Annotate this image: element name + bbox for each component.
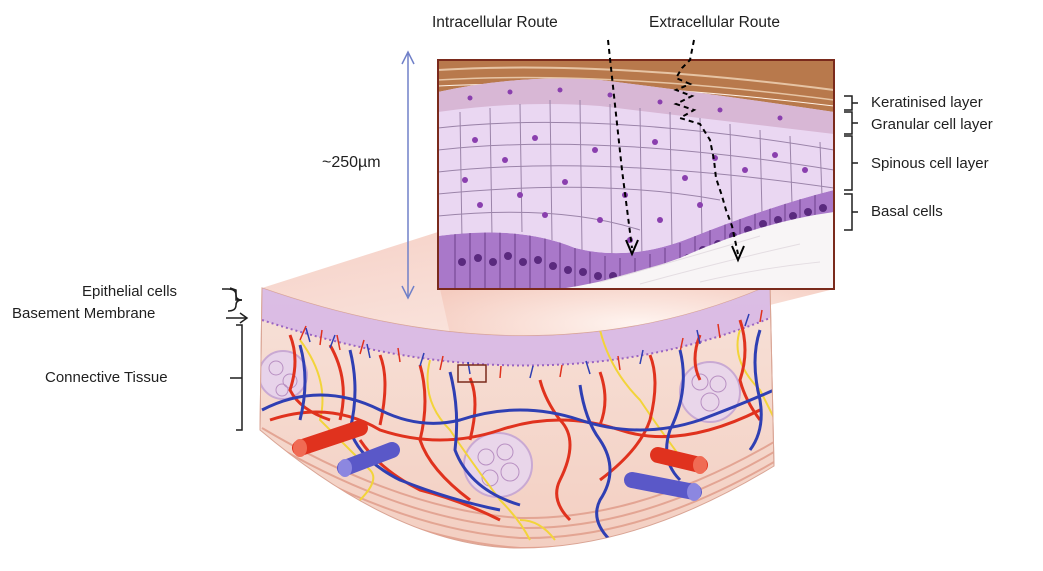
basement-membrane-label: Basement Membrane [12,306,155,321]
layer-brackets-left [222,288,247,430]
granular-layer-label: Granular cell layer [871,117,993,132]
extracellular-route-label: Extracellular Route [649,15,780,31]
keratinised-layer-label: Keratinised layer [871,95,983,110]
spinous-layer-label: Spinous cell layer [871,156,989,171]
inset-magnified-epithelium [438,60,834,289]
epithelial-cells-label: Epithelial cells [82,284,177,299]
layer-brackets-right [844,96,858,230]
intracellular-route-label: Intracellular Route [432,15,558,31]
basal-cells-label: Basal cells [871,204,943,219]
gland [680,362,740,422]
connective-tissue-label: Connective Tissue [45,370,168,385]
scale-label: ~250µm [322,155,381,171]
gland [259,351,307,399]
